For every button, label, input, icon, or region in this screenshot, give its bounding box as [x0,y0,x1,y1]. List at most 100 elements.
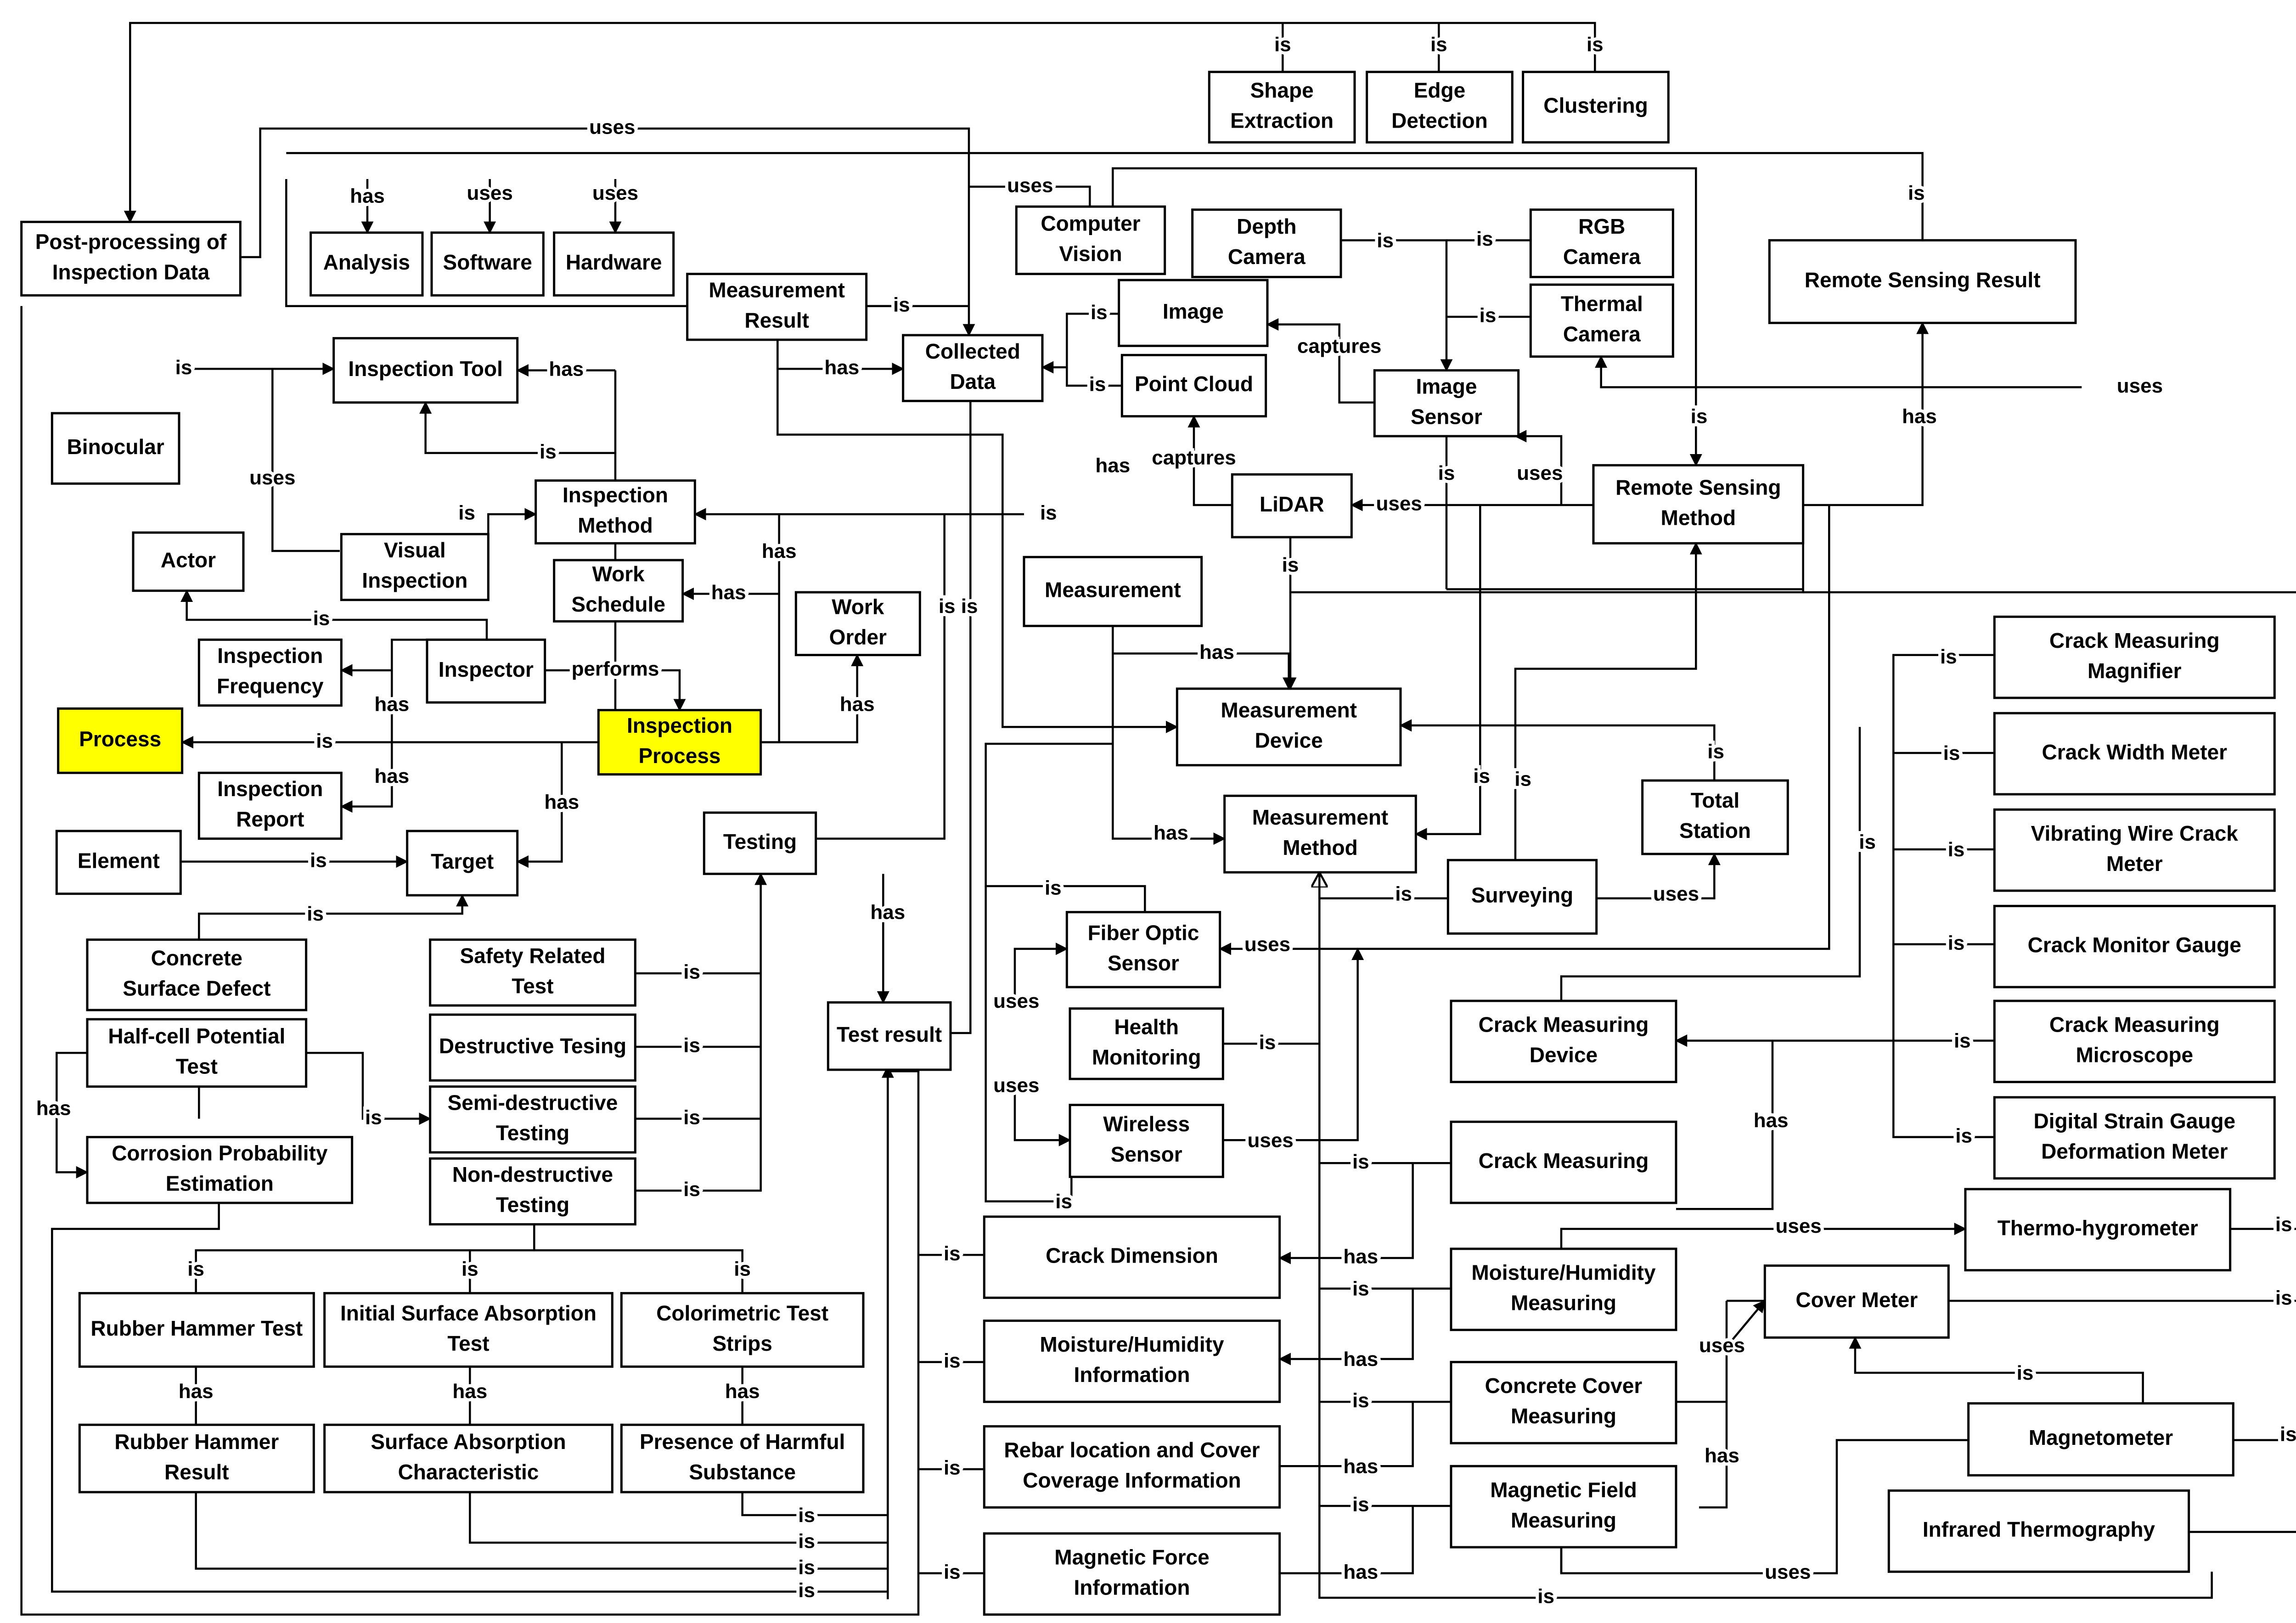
connector-3 [1279,1402,1414,1467]
edge-e103 [1278,1288,1414,1365]
edge-label-uses: uses [249,466,295,489]
edge-e18 [1066,367,1122,387]
node-box [426,638,546,704]
edge-label-is: is [1089,373,1106,396]
node-label: Test [176,1054,218,1078]
node-label: Process [79,727,161,751]
edge-label-uses: uses [1247,1129,1293,1151]
edge-e19 [1595,355,2082,388]
edge-label-has: has [1343,1561,1378,1583]
node-label: Inspection [362,568,467,592]
node-box [1069,1007,1224,1080]
node-box [51,412,180,485]
node-box [20,220,242,297]
node-label: Wireless [1103,1112,1190,1136]
node-label: Digital Strain Gauge [2033,1109,2235,1133]
node-box [429,1013,636,1082]
node-label: Monitoring [1092,1045,1201,1069]
node-label: RGB [1578,214,1625,238]
edge-label-has: has [350,185,385,208]
edge-label-is: is [365,1106,382,1129]
node-box [1191,208,1342,278]
node-thermo-hygrometer: Thermo-hygrometer [1964,1188,2232,1272]
node-label: Inspection Tool [348,357,502,381]
connector-arrow-1 [1726,1300,1766,1348]
node-label: Computer [1041,211,1140,235]
edge-e62 [1514,542,1702,860]
edge-label-uses: uses [1775,1215,1821,1237]
node-label: Initial Surface Absorption [340,1301,597,1325]
node-label: Method [1661,505,1736,529]
node-label: Remote Sensing Result [1805,268,2041,292]
node-rubber-hammer-test: Rubber Hammer Test [78,1292,315,1368]
node-box [553,559,684,623]
node-box [1023,556,1203,627]
node-box [1964,1188,2232,1272]
node-label: Meter [2106,852,2163,876]
node-box [1015,205,1166,275]
node-cover-meter: Cover Meter [1763,1264,1950,1339]
edge-label-is: is [1948,838,1965,861]
edge-label-has: has [1902,405,1937,428]
edge-label-has: has [374,693,409,715]
edge-label-is: is [1274,34,1291,56]
edge-e66 [1596,853,1721,899]
edge-e75 [1223,947,1364,1141]
edge-label-is: is [1040,502,1057,524]
node-remote-sensing-result: Remote Sensing Result [1768,239,2077,324]
node-box [1450,1000,1677,1084]
node-label: Testing [496,1121,569,1145]
edge-e58 [1113,652,1295,690]
node-box [1768,239,2077,324]
edge-label-is: is [540,440,557,463]
node-label: Target [431,849,494,873]
node-box [1208,71,1356,144]
node-box [429,1157,636,1226]
node-label: Inspection [217,644,323,668]
edge-e67 [1319,872,1448,899]
node-label: Crack Dimension [1046,1243,1218,1267]
node-label: Thermal [1561,292,1643,315]
connector-9 [534,1249,743,1293]
edge-label-is: is [1691,405,1708,428]
node-destructive-tesing: Destructive Tesing [429,1013,636,1082]
node-element: Element [55,830,182,895]
edge-e15 [1041,313,1119,374]
node-label: Safety Related [460,943,605,967]
edge-label-has: has [1343,1246,1378,1268]
edge-label-has: has [870,901,905,924]
edge-label-is: is [683,1106,700,1129]
edge-label-is: is [944,1242,961,1265]
node-label: Information [1074,1363,1190,1387]
node-label: Measurement [1045,578,1181,601]
edge-label-is: is [1514,768,1531,791]
edge-e44 [516,742,563,868]
connector-7 [195,1213,535,1293]
node-label: Camera [1563,322,1641,346]
edge-label-has: has [36,1097,71,1119]
node-box [429,1085,636,1154]
edge-label-has: has [1343,1348,1378,1370]
node-target: Target [406,830,519,897]
node-label: Extraction [1230,108,1334,132]
edge-label-is-is: is is [939,595,978,618]
edge-e94 [2189,1531,2296,1533]
node-box [983,1532,1281,1616]
node-label: Colorimetric Test [656,1301,828,1325]
node-label: Depth [1237,214,1296,238]
